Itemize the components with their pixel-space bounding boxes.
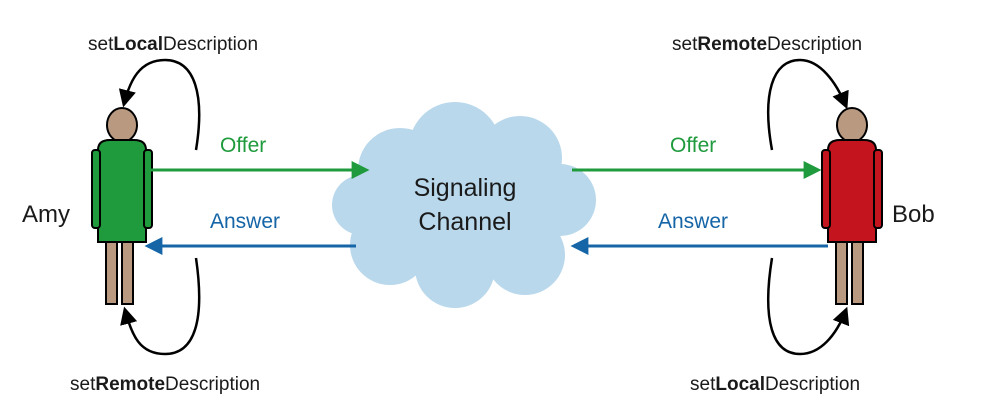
amy-name-label: Amy [22,201,70,228]
amy-top-loop-arrow [118,58,201,151]
amy-person-icon [91,107,153,305]
bob-bottom-loop-arrow [766,257,850,356]
amy-bottom-call-label: setRemoteDescription [70,374,260,395]
right-offer-label: Offer [670,134,716,157]
right-answer-label: Answer [658,210,728,233]
signaling-channel-cloud-icon [332,102,596,308]
bob-name-label: Bob [892,201,935,228]
left-offer-label: Offer [220,134,266,157]
bob-top-call-label: setRemoteDescription [672,34,862,55]
channel-label-line2: Channel [418,208,511,236]
bob-top-loop-arrow [766,58,849,151]
amy-bottom-loop-arrow [120,257,201,356]
amy-top-call-label: setLocalDescription [88,34,258,55]
bob-bottom-call-label: setLocalDescription [690,374,860,395]
bob-person-icon [821,107,883,305]
left-answer-label: Answer [210,210,280,233]
channel-label-line1: Signaling [414,174,517,202]
